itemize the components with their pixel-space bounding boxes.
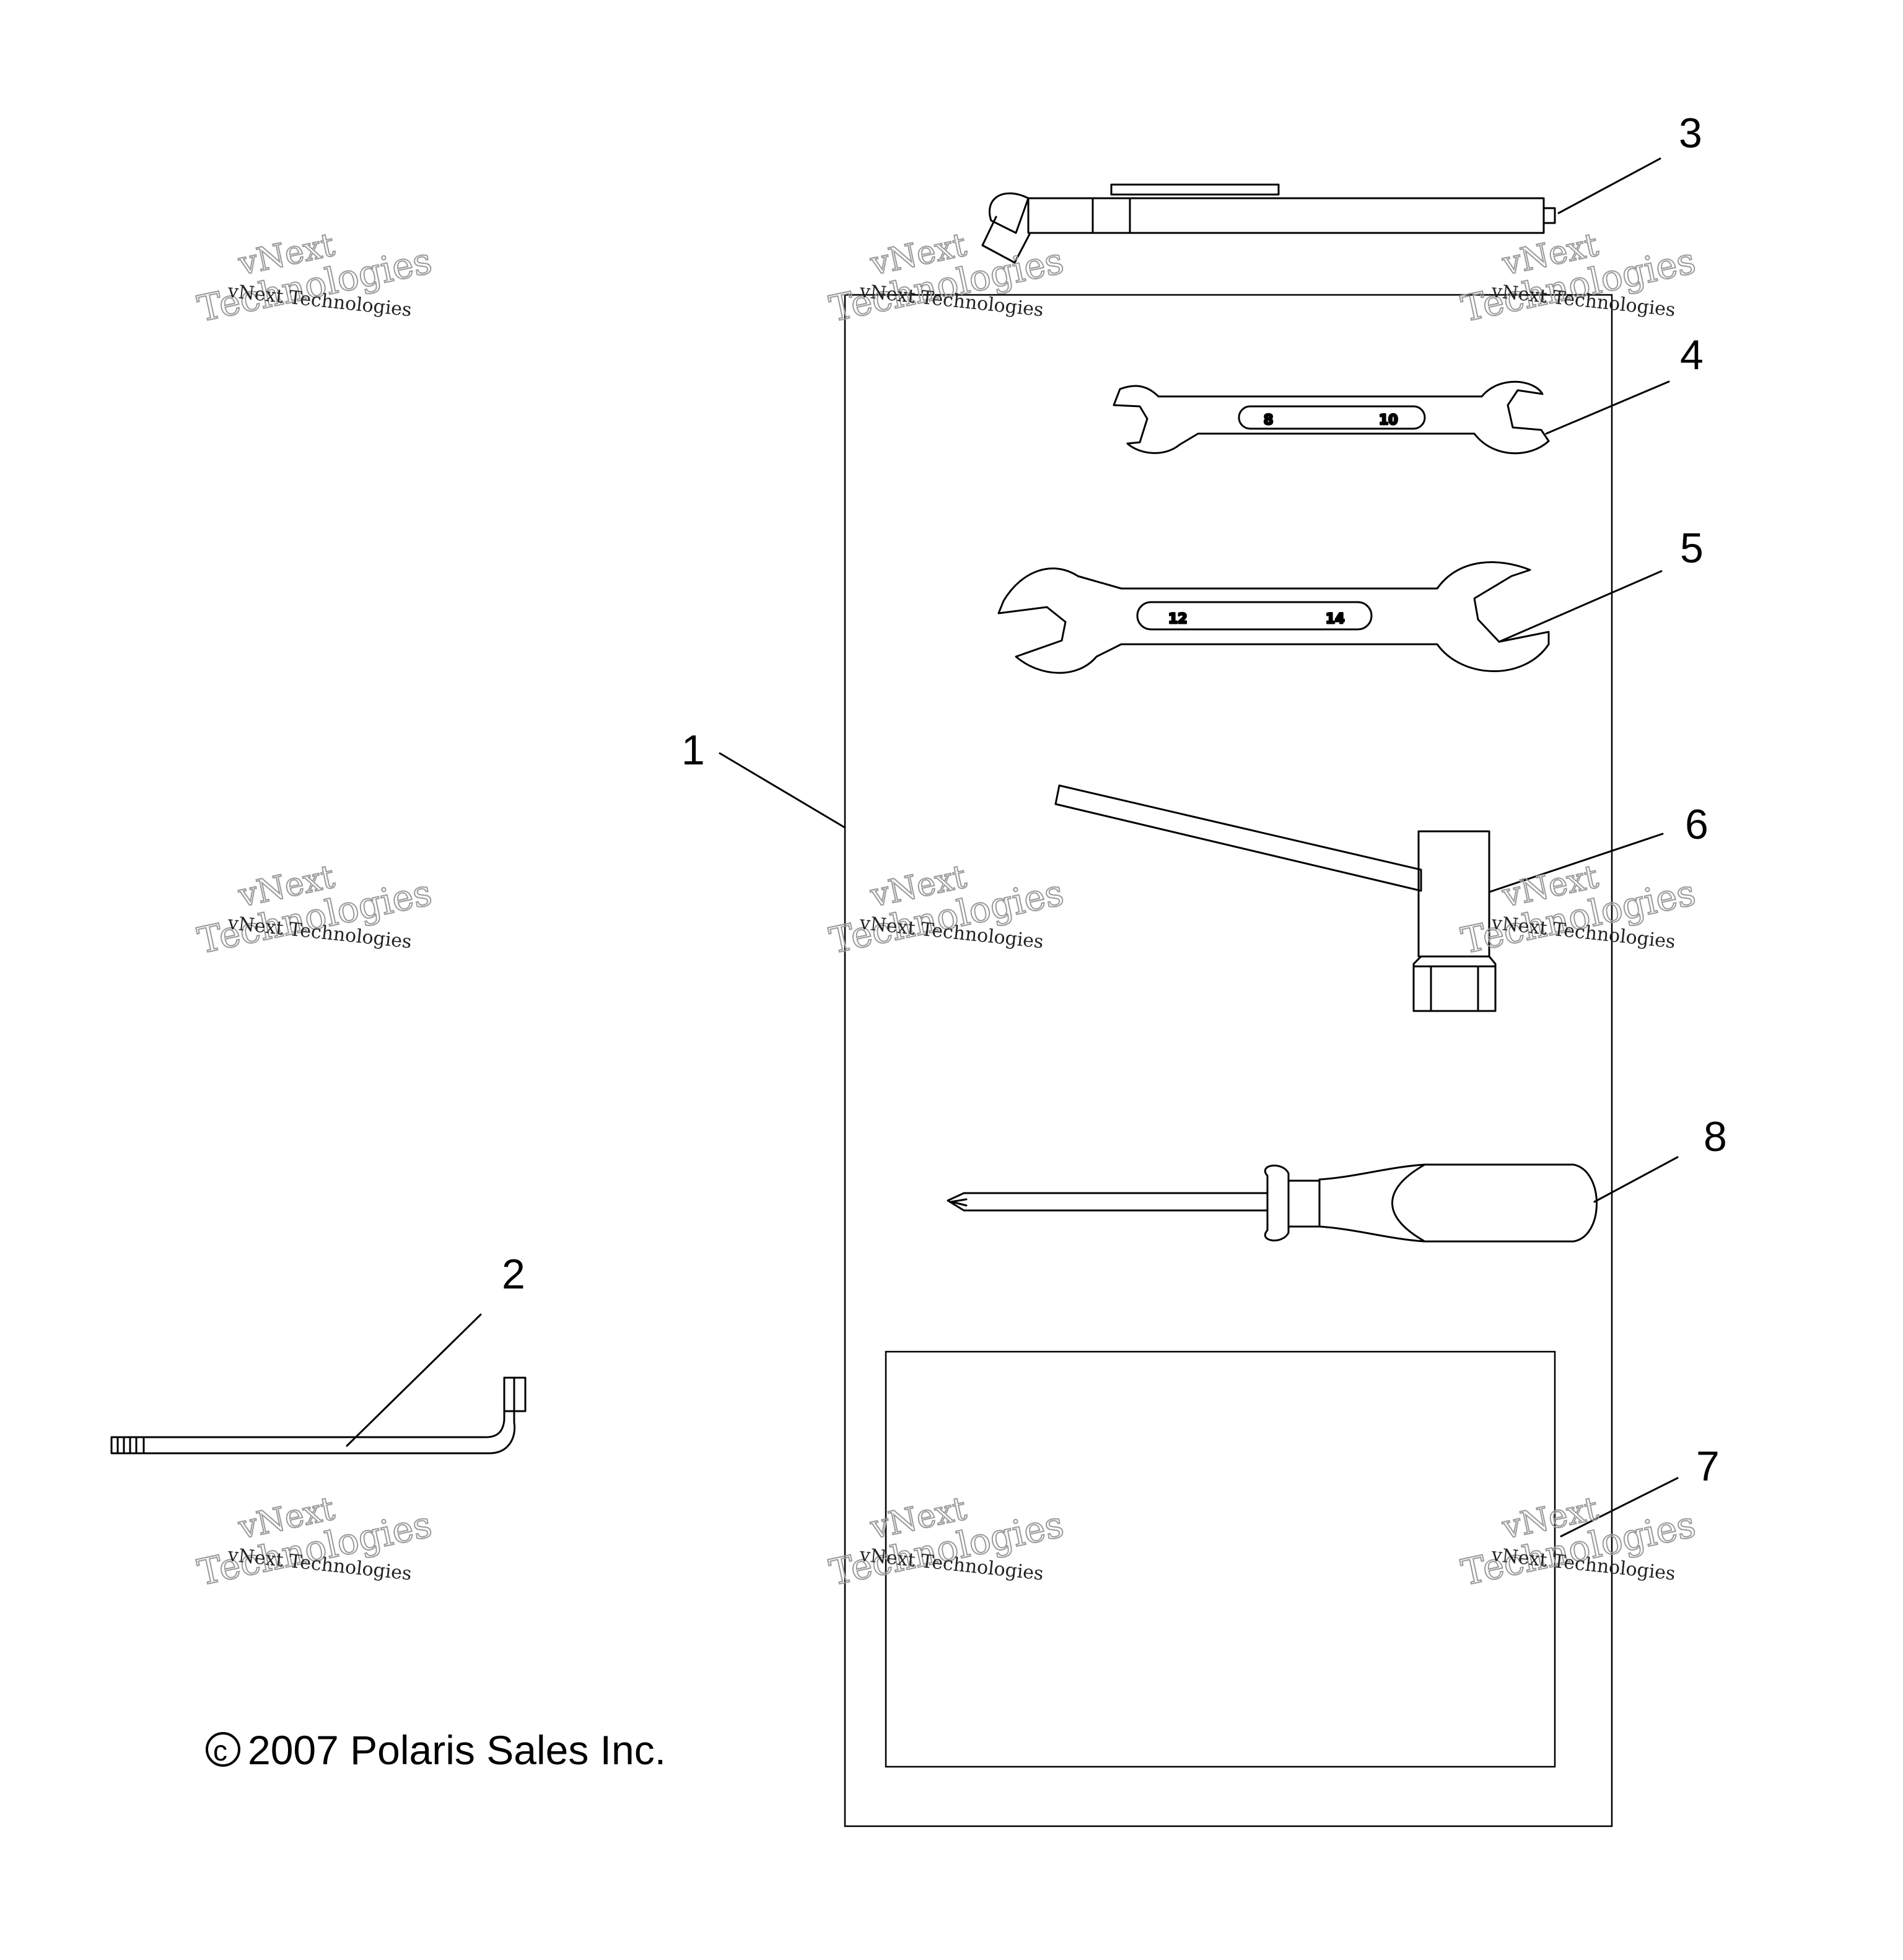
watermark: vNext Technologies vNext Technologies bbox=[1457, 1489, 1700, 1594]
callout-4: 4 bbox=[1680, 331, 1704, 378]
watermark: vNext Technologies vNext Technologies bbox=[1457, 225, 1700, 330]
instruction-card bbox=[885, 1350, 1556, 1768]
tool-kit-case bbox=[844, 294, 1613, 1827]
callout-5: 5 bbox=[1680, 525, 1704, 572]
copyright-notice: c 2007 Polaris Sales Inc. bbox=[206, 1727, 666, 1773]
watermark: vNext Technologies vNext Technologies bbox=[193, 225, 436, 330]
watermark: vNext Technologies vNext Technologies bbox=[193, 1489, 436, 1594]
open-end-wrench-12-14: 12 14 bbox=[997, 561, 1550, 674]
callout-8: 8 bbox=[1704, 1113, 1727, 1160]
callout-6: 6 bbox=[1685, 801, 1708, 848]
watermark: vNext Technologies vNext Technologies bbox=[193, 857, 436, 962]
wrench-size-right: 10 bbox=[1379, 413, 1398, 428]
swivel-handle-tool bbox=[981, 183, 1556, 264]
wrench-size-left: 8 bbox=[1264, 413, 1273, 428]
callout-labels: 1 2 3 4 5 6 7 8 bbox=[502, 110, 1727, 1490]
watermark: vNext Technologies vNext Technologies bbox=[825, 857, 1068, 962]
watermark: vNext Technologies vNext Technologies bbox=[825, 225, 1068, 330]
callout-2: 2 bbox=[502, 1251, 525, 1298]
screwdriver bbox=[947, 1163, 1598, 1243]
callout-1: 1 bbox=[681, 727, 705, 774]
allen-key bbox=[110, 1376, 527, 1455]
spark-plug-socket bbox=[1054, 784, 1497, 1012]
watermark: vNext Technologies vNext Technologies bbox=[825, 1489, 1068, 1594]
wrench-size-left: 12 bbox=[1168, 611, 1188, 627]
callout-3: 3 bbox=[1679, 110, 1702, 157]
callout-7: 7 bbox=[1696, 1443, 1720, 1490]
copyright-text: 2007 Polaris Sales Inc. bbox=[248, 1727, 666, 1773]
wrench-size-right: 14 bbox=[1326, 611, 1345, 627]
copyright-symbol: c bbox=[213, 1735, 227, 1767]
watermarks: vNext Technologies vNext Technologies vN… bbox=[193, 225, 1700, 1594]
leader-lines bbox=[346, 157, 1679, 1538]
open-end-wrench-8-10: 8 10 bbox=[1113, 380, 1550, 455]
